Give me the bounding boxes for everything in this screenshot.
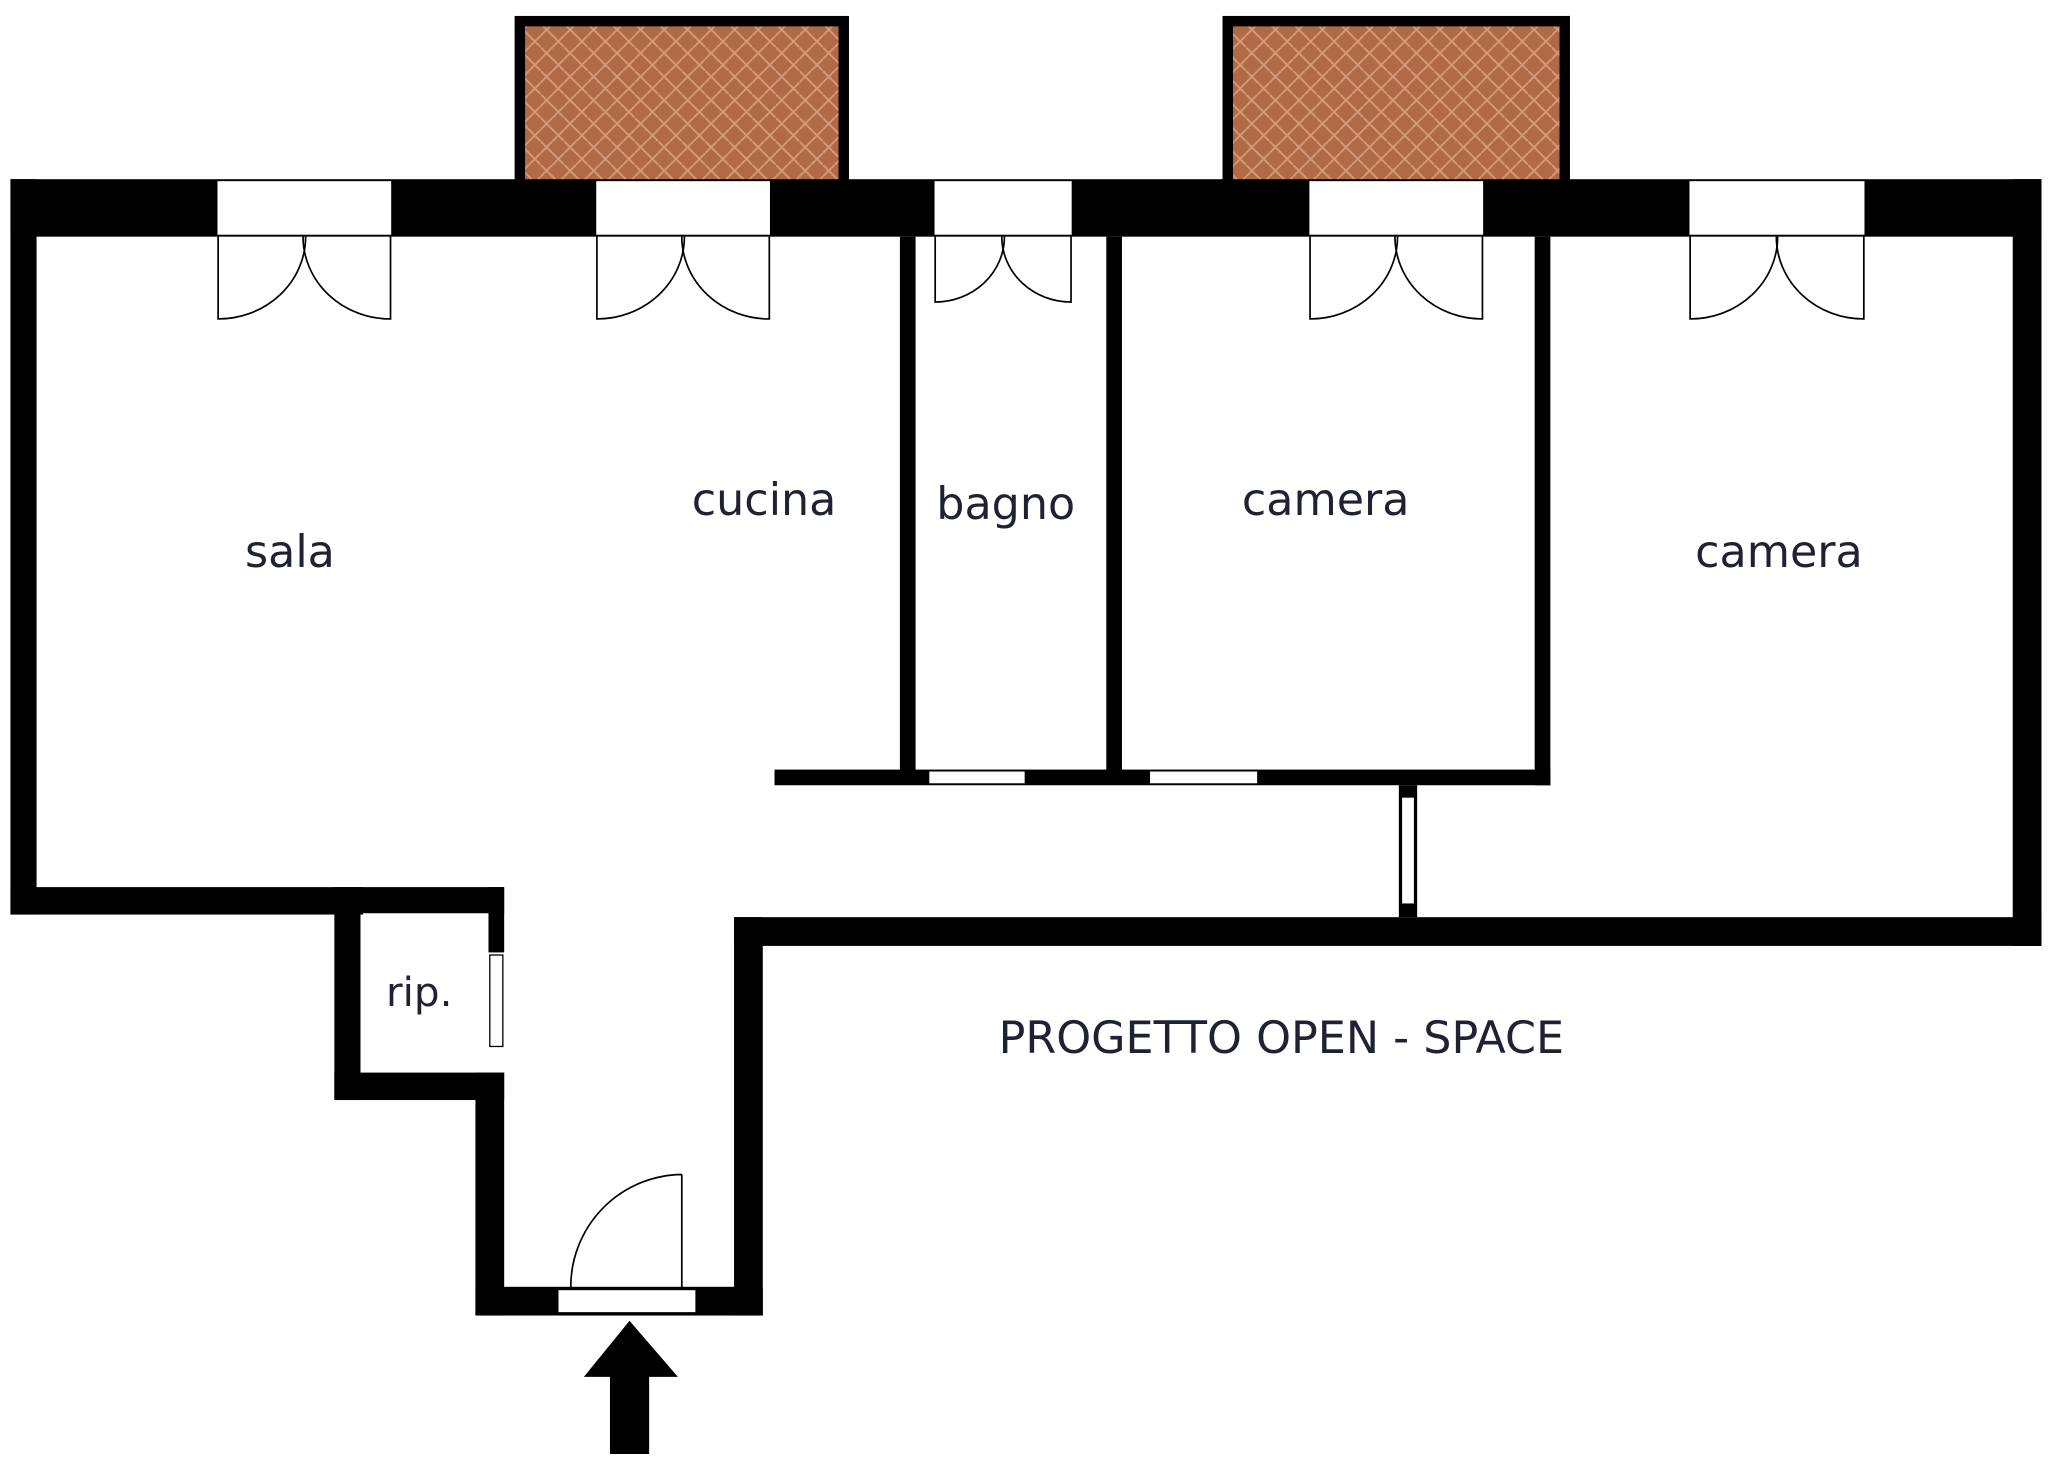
window-bagno — [933, 179, 1073, 237]
door-camera-2 — [1400, 796, 1416, 905]
door-camera-1 — [1148, 770, 1259, 785]
interior-doors — [489, 770, 1416, 1048]
window-camera-2 — [1688, 179, 1866, 237]
balcony-right — [1222, 15, 1570, 181]
room-label-camera-1: camera — [1242, 475, 1410, 526]
walls — [10, 179, 2042, 1316]
window-sala — [216, 179, 393, 237]
door-bagno — [927, 770, 1026, 785]
room-label-camera-2: camera — [1695, 527, 1863, 578]
balcony-left — [514, 15, 849, 181]
door-swings — [217, 236, 1865, 320]
door-ripostiglio — [489, 954, 504, 1048]
windows — [216, 179, 1866, 237]
project-title: PROGETTO OPEN - SPACE — [999, 1013, 1564, 1064]
window-cucina — [594, 179, 772, 237]
entrance-door — [556, 1173, 697, 1314]
room-label-ripostiglio: rip. — [386, 968, 452, 1016]
room-label-cucina: cucina — [692, 475, 837, 526]
room-label-sala: sala — [245, 527, 335, 578]
arrow-up-icon — [583, 1320, 678, 1454]
room-label-bagno: bagno — [936, 479, 1075, 530]
window-camera-1 — [1308, 179, 1485, 237]
